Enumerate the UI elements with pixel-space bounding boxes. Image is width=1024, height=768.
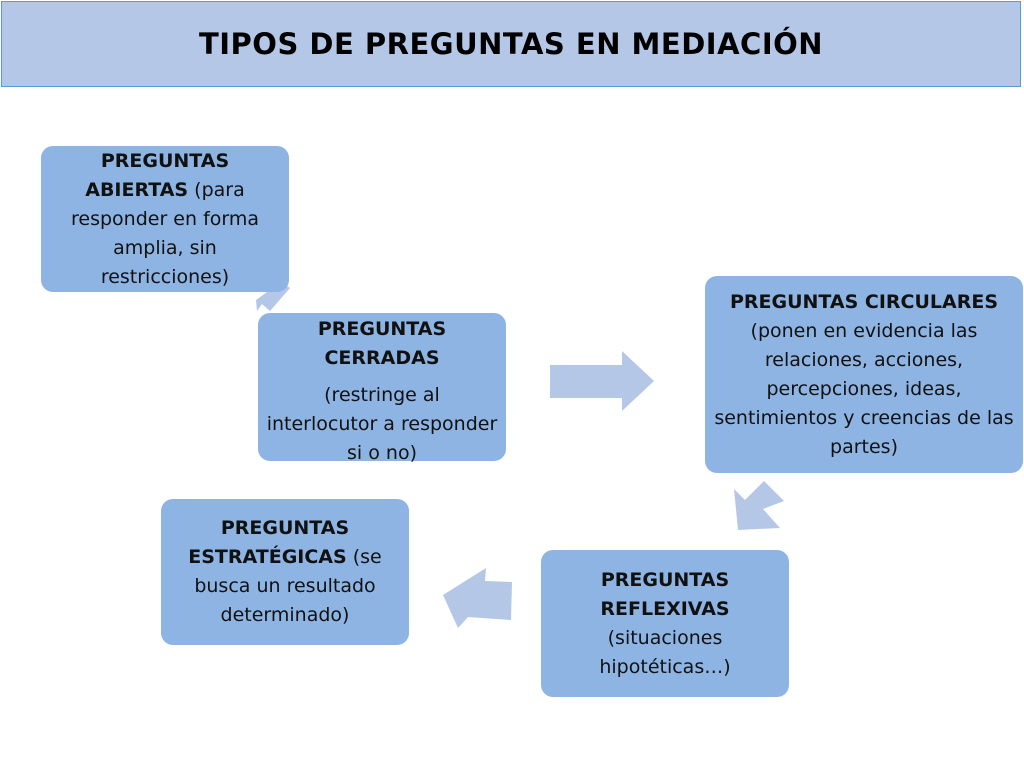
node-estrategicas-desc: (se busca un resultado determinado)	[194, 546, 382, 626]
node-cerradas-title: PREGUNTAS CERRADAS	[317, 318, 447, 369]
arrow-cerradas-to-circulares	[550, 351, 654, 411]
node-estrategicas-title: PREGUNTAS ESTRATÉGICAS	[188, 517, 350, 568]
node-abiertas-title: PREGUNTAS ABIERTAS	[85, 149, 230, 201]
node-circulares-desc: (ponen en evidencia las relaciones, acci…	[714, 319, 1014, 458]
arrow-reflexivas-to-estrategicas	[443, 568, 512, 628]
node-preguntas-reflexivas: PREGUNTAS REFLEXIVAS (situaciones hipoté…	[541, 550, 789, 697]
node-preguntas-estrategicas: PREGUNTAS ESTRATÉGICAS (se busca un resu…	[161, 499, 409, 645]
node-abiertas-desc: (para responder en forma amplia, sin res…	[70, 178, 260, 288]
node-reflexivas-title: PREGUNTAS REFLEXIVAS	[600, 568, 730, 620]
node-cerradas-desc: (restringe al interlocutor a responder s…	[266, 384, 498, 464]
node-preguntas-cerradas: PREGUNTAS CERRADAS (restringe al interlo…	[258, 313, 506, 464]
node-preguntas-circulares: PREGUNTAS CIRCULARES (ponen en evidencia…	[705, 276, 1023, 473]
node-reflexivas-desc: (situaciones hipotéticas…)	[599, 626, 731, 678]
node-preguntas-abiertas: PREGUNTAS ABIERTAS (para responder en fo…	[41, 146, 289, 292]
node-circulares-title: PREGUNTAS CIRCULARES	[729, 290, 999, 313]
page-title: TIPOS DE PREGUNTAS EN MEDIACIÓN	[198, 27, 824, 61]
title-bar: TIPOS DE PREGUNTAS EN MEDIACIÓN	[1, 1, 1021, 87]
arrow-circulares-to-reflexivas	[734, 481, 784, 530]
